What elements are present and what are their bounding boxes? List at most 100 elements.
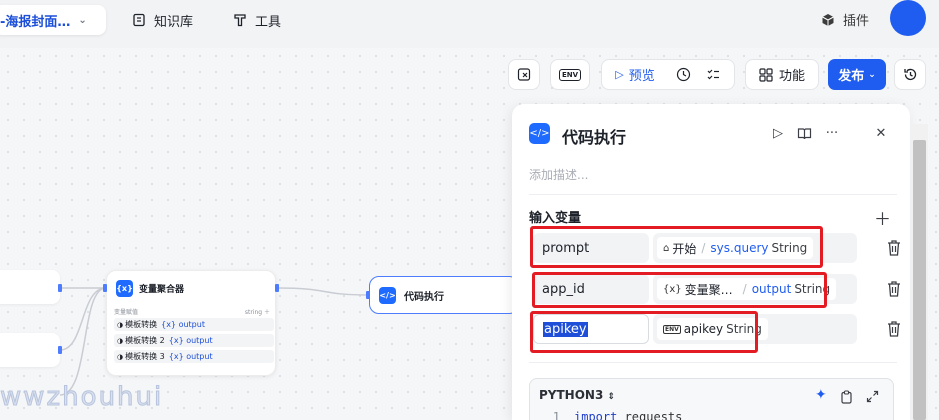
avatar[interactable] (890, 0, 926, 36)
preview-label: 预览 (628, 69, 655, 84)
clock-play-icon (676, 67, 690, 82)
divider (529, 362, 897, 363)
add-variable-button[interactable]: ＋ (874, 210, 891, 230)
ref-source: 变量聚… (684, 282, 733, 297)
nav-knowledge-base[interactable]: 知识库 (132, 10, 193, 30)
line-number: 1 (552, 410, 560, 420)
version-history-button[interactable] (894, 59, 926, 90)
code-keyword: import (574, 410, 618, 420)
ref-var: output (751, 282, 792, 296)
app-switcher[interactable]: -海报封面… ⌄ (0, 5, 106, 35)
code-editor[interactable]: PYTHON3 ⇕ ✦ 1 import requests (529, 378, 894, 420)
trash-icon[interactable] (886, 239, 902, 257)
book-icon (133, 13, 145, 27)
row-var: {x} output (168, 352, 213, 361)
env-icon: ENV (663, 324, 681, 334)
watermark: wwzhouhui (0, 382, 164, 413)
checklist-icon (707, 69, 719, 80)
input-variable-row: prompt ⌂ 开始 / sys.query String (529, 232, 900, 264)
run-history-button[interactable] (668, 60, 698, 89)
add-note-button[interactable] (509, 60, 539, 89)
history-icon (903, 68, 916, 81)
input-variable-row: app_id {x} 变量聚… / output String (529, 273, 900, 305)
nav-tools-label: 工具 (255, 14, 282, 30)
output-port[interactable] (275, 284, 279, 292)
input-variables-title: 输入变量 (529, 211, 582, 226)
plugin-menu[interactable]: 插件 (821, 10, 869, 29)
node-subheader: 变量赋值 string ＋ (114, 307, 270, 316)
publish-button[interactable]: 发布 ⌄ (828, 59, 886, 90)
trash-icon[interactable] (886, 280, 902, 298)
code-icon: </> (379, 286, 396, 304)
language-label: PYTHON3 (539, 388, 604, 402)
variable-name: apikey (543, 321, 588, 337)
close-icon: ✕ (875, 125, 887, 141)
code-icon: </> (529, 123, 550, 144)
plugin-label: 插件 (843, 14, 870, 29)
divider (529, 194, 897, 195)
ref-var: apikey (683, 322, 724, 336)
variable-aggregator-node[interactable]: {x} 变量聚合器 变量赋值 string ＋ ◑ 模板转换 {x} outpu… (106, 270, 276, 376)
output-port[interactable] (58, 346, 62, 354)
highlight-box (530, 226, 823, 268)
description-input[interactable]: 添加描述... (529, 168, 589, 182)
highlight-box (532, 272, 827, 308)
language-select[interactable]: PYTHON3 ⇕ (539, 388, 615, 402)
variable-icon: {x} (663, 283, 682, 295)
publish-label: 发布 (838, 69, 865, 84)
close-panel-button[interactable]: ✕ (872, 124, 890, 142)
env-button[interactable]: ENV (551, 60, 589, 89)
chevron-down-icon: ⌄ (78, 14, 87, 26)
upstream-node-2[interactable] (0, 333, 60, 367)
features-button[interactable]: 功能 (746, 60, 818, 89)
variable-name-input[interactable]: app_id (533, 274, 649, 304)
variable-name-input[interactable]: prompt (533, 233, 649, 263)
ref-type: String (726, 322, 762, 336)
play-icon: ▷ (773, 125, 783, 141)
nav-tools[interactable]: 工具 (233, 10, 281, 30)
code-line: 1 import requests (530, 410, 683, 420)
row-source: 模板转换 (125, 320, 158, 329)
tool-icon (234, 14, 246, 27)
input-port[interactable] (103, 284, 107, 292)
more-options-button[interactable]: ··· (823, 124, 841, 142)
expand-icon[interactable] (866, 390, 879, 403)
toolbar-group-env: ENV (550, 59, 590, 90)
variable-ref-chip[interactable]: ⌂ 开始 / sys.query String (657, 237, 814, 259)
ref-source: 开始 (672, 241, 697, 256)
variable-name: app_id (542, 281, 585, 297)
preview-button[interactable]: ▷ 预览 (602, 60, 668, 89)
variable-icon: {x} (116, 280, 133, 297)
variable-name: prompt (542, 240, 590, 256)
code-execution-node[interactable]: </> 代码执行 (369, 276, 519, 314)
code-text: requests (617, 410, 683, 420)
toolbar-group-run: ▷ 预览 (601, 59, 735, 90)
sort-icon: ⇕ (607, 392, 616, 402)
variable-ref-chip[interactable]: {x} 变量聚… / output String (657, 278, 837, 300)
app-title: -海报封面… (0, 14, 71, 30)
input-port[interactable] (366, 291, 370, 299)
panel-scrollbar-thumb[interactable] (913, 140, 926, 420)
sub-label: 变量赋值 (114, 309, 139, 316)
checklist-button[interactable] (698, 60, 728, 89)
nav-knowledge-base-label: 知识库 (154, 14, 194, 30)
book-open-icon (797, 127, 811, 139)
highlight-box (530, 311, 758, 353)
node-title: 变量聚合器 (139, 285, 185, 295)
copy-icon[interactable] (840, 390, 853, 404)
trash-icon[interactable] (886, 320, 902, 338)
chevron-down-icon: ⌄ (868, 69, 876, 80)
output-port[interactable] (58, 284, 62, 292)
upstream-node-1[interactable] (0, 270, 60, 304)
variable-ref-chip[interactable]: ENV apikey String (657, 318, 768, 340)
variable-name-input[interactable]: apikey (533, 314, 649, 344)
docs-button[interactable] (795, 124, 813, 142)
panel-title[interactable]: 代码执行 (562, 128, 627, 147)
list-item: ◑ 模板转换 2 {x} output (114, 334, 274, 347)
ai-generate-icon[interactable]: ✦ (815, 387, 827, 403)
cube-icon (822, 13, 834, 26)
run-node-button[interactable]: ▷ (769, 124, 787, 142)
env-icon: ENV (558, 68, 582, 81)
list-item: ◑ 模板转换 3 {x} output (114, 350, 274, 363)
template-icon: ◑ (117, 320, 124, 329)
